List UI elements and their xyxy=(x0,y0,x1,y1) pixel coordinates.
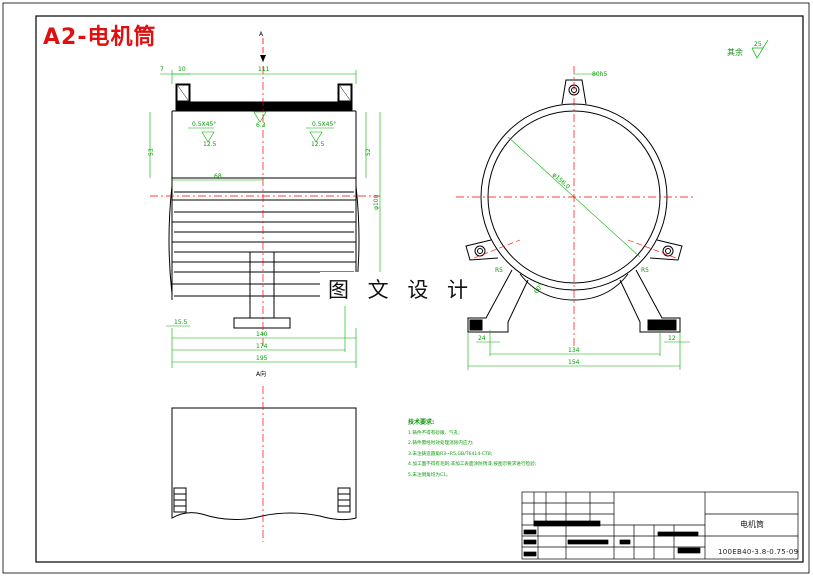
roughness-symbol xyxy=(751,39,769,59)
dim-rough-b: 12.5 xyxy=(311,141,325,148)
dim-rough-c: 6.3 xyxy=(256,122,266,129)
dim-height: φ100 xyxy=(373,194,380,210)
dim-rough-a: 12.5 xyxy=(203,141,217,148)
dim-chamfer-left: 0.5X45° xyxy=(192,121,216,128)
notes-title: 技术要求: xyxy=(408,419,435,426)
notes-line: 5.未注倒角均为C1。 xyxy=(408,472,451,478)
technical-notes: 技术要求: 1.铸件不得有砂眼、气孔; 2.铸件需经时效处理消除内应力; 3.未… xyxy=(408,418,536,481)
dim-right-side: 52 xyxy=(365,148,372,156)
watermark: 图 文 设 计 xyxy=(320,272,482,306)
dim-bottom-195: 195 xyxy=(256,355,268,362)
dim-angle-a: 60° xyxy=(533,282,545,295)
dim-lug-top: 80h5 xyxy=(592,71,607,78)
title-block-drawing-code: 100EB40-3.8-0.75-09 xyxy=(718,548,799,556)
title-block-part-name: 电机筒 xyxy=(740,520,764,529)
dim-left-side: 53 xyxy=(148,148,155,156)
dim-diameter: φ156.0 xyxy=(551,171,572,190)
dim-right-base-154: 154 xyxy=(568,359,580,366)
dim-left-base: 15.5 xyxy=(174,319,188,326)
dim-left-small: 24 xyxy=(478,335,486,342)
roughness-label: 其余 xyxy=(727,48,743,57)
dim-lug-right: R5 xyxy=(641,267,649,274)
dim-bottom-140: 140 xyxy=(256,331,268,338)
section-label: A xyxy=(259,31,264,38)
side-view xyxy=(456,66,694,346)
front-view-dimensions xyxy=(149,70,381,368)
dim-bottom-174: 174 xyxy=(256,343,268,350)
dim-flange-side: 7 xyxy=(160,66,164,73)
notes-line: 2.铸件需经时效处理消除内应力; xyxy=(408,441,474,446)
dim-flange-left: 10 xyxy=(178,66,186,73)
dim-lug-left: R5 xyxy=(495,267,503,274)
dim-chamfer-right: 0.5X45° xyxy=(312,121,336,128)
section-view xyxy=(171,386,357,542)
dim-right-small: 12 xyxy=(668,335,676,342)
view-label: A向 xyxy=(256,370,266,378)
dim-right-base-134: 134 xyxy=(568,347,580,354)
dim-top-width: 111 xyxy=(258,66,270,73)
drawing-title: A2-电机筒 xyxy=(43,25,157,50)
outer-border xyxy=(2,2,810,574)
notes-line: 3.未注铸造圆角R3~R5,GB/T6414-CT8; xyxy=(408,451,493,457)
roughness-value: 25 xyxy=(754,41,762,48)
notes-line: 4.加工面不得有毛刺,非加工表面涂防锈漆,按图示要求进行检验; xyxy=(408,462,537,467)
title-block xyxy=(521,491,799,560)
inner-border xyxy=(35,15,804,563)
notes-line: 1.铸件不得有砂眼、气孔; xyxy=(408,430,460,436)
front-view-dimension-labels: 111 10 7 0.5X45° 0.5X45° 12.5 12.5 6.3 5… xyxy=(148,66,380,362)
dim-half-width: 68 xyxy=(214,173,222,180)
side-view-dimensions xyxy=(467,73,690,370)
